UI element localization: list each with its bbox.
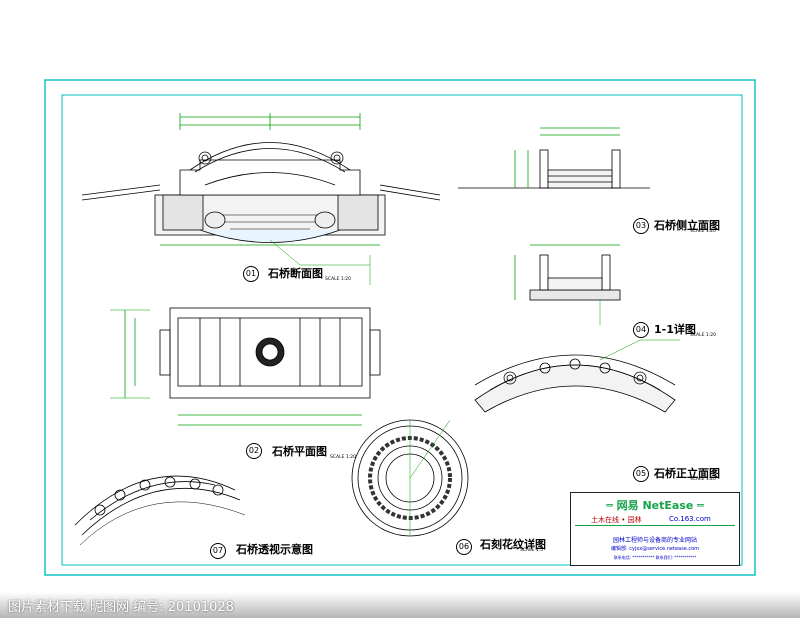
drawing-02-title: 石桥平面图: [272, 445, 327, 458]
drawing-01-title: 石桥断面图: [268, 267, 323, 280]
bridge-section-drawing: [81, 113, 441, 285]
bridge-plan-drawing: [110, 307, 381, 426]
drawing-04-number: 04: [633, 322, 649, 338]
drawing-05-number: 05: [633, 466, 649, 482]
drawing-07-number: 07: [210, 543, 226, 559]
drawing-02-scale: SCALE 1:20: [330, 455, 356, 460]
watermark-text: 图片素材下载 昵图网 编号: 20101028: [8, 600, 234, 615]
side-elevation-drawing: [458, 127, 650, 189]
title-block-subtitle-right: Co.163.com: [669, 515, 711, 523]
drawing-03-title: 石桥侧立面图: [654, 219, 720, 232]
title-block-divider: [575, 525, 735, 526]
title-block-phones: 联系电话: *********** 联系我们: ***********: [613, 555, 697, 560]
title-block-email: 编辑部: cyjxx@service.netease.com: [610, 546, 700, 552]
perspective-sketch-drawing: [74, 475, 246, 546]
detail-1-1-drawing: [514, 244, 621, 325]
drawing-06-scale: SCALE 1:5: [520, 548, 544, 553]
carving-pattern-drawing: [351, 419, 469, 537]
drawing-07-title: 石桥透视示意图: [236, 543, 313, 556]
drawing-01-scale: SCALE 1:20: [325, 277, 351, 282]
title-block-brand: ═ 网易 NetEase ═: [606, 499, 704, 512]
drawing-04-title: 1-1详图: [654, 323, 696, 336]
watermark-strip: [0, 592, 800, 618]
drawing-06-number: 06: [456, 539, 472, 555]
outer-border: [44, 79, 756, 576]
drawing-02-number: 02: [246, 443, 262, 459]
front-elevation-drawing: [474, 339, 680, 413]
drawing-05-title: 石桥正立面图: [654, 467, 720, 480]
drawing-01-number: 01: [243, 266, 259, 282]
drawing-06-title: 石刻花纹详图: [480, 538, 546, 551]
title-block: ═ 网易 NetEase ═ 土木在线 • 园林 Co.163.com 园林工程…: [570, 492, 740, 566]
title-block-subtitle-left: 土木在线 • 园林: [591, 516, 642, 524]
inner-border: [61, 94, 743, 566]
drawing-05-scale: SCALE 1:20: [690, 477, 716, 482]
drawing-03-number: 03: [633, 218, 649, 234]
drawing-04-scale: SCALE 1:20: [690, 333, 716, 338]
drawing-03-scale: SCALE 1:20: [690, 229, 716, 234]
title-block-description: 园林工程师与设备商的专业网站: [612, 537, 697, 544]
